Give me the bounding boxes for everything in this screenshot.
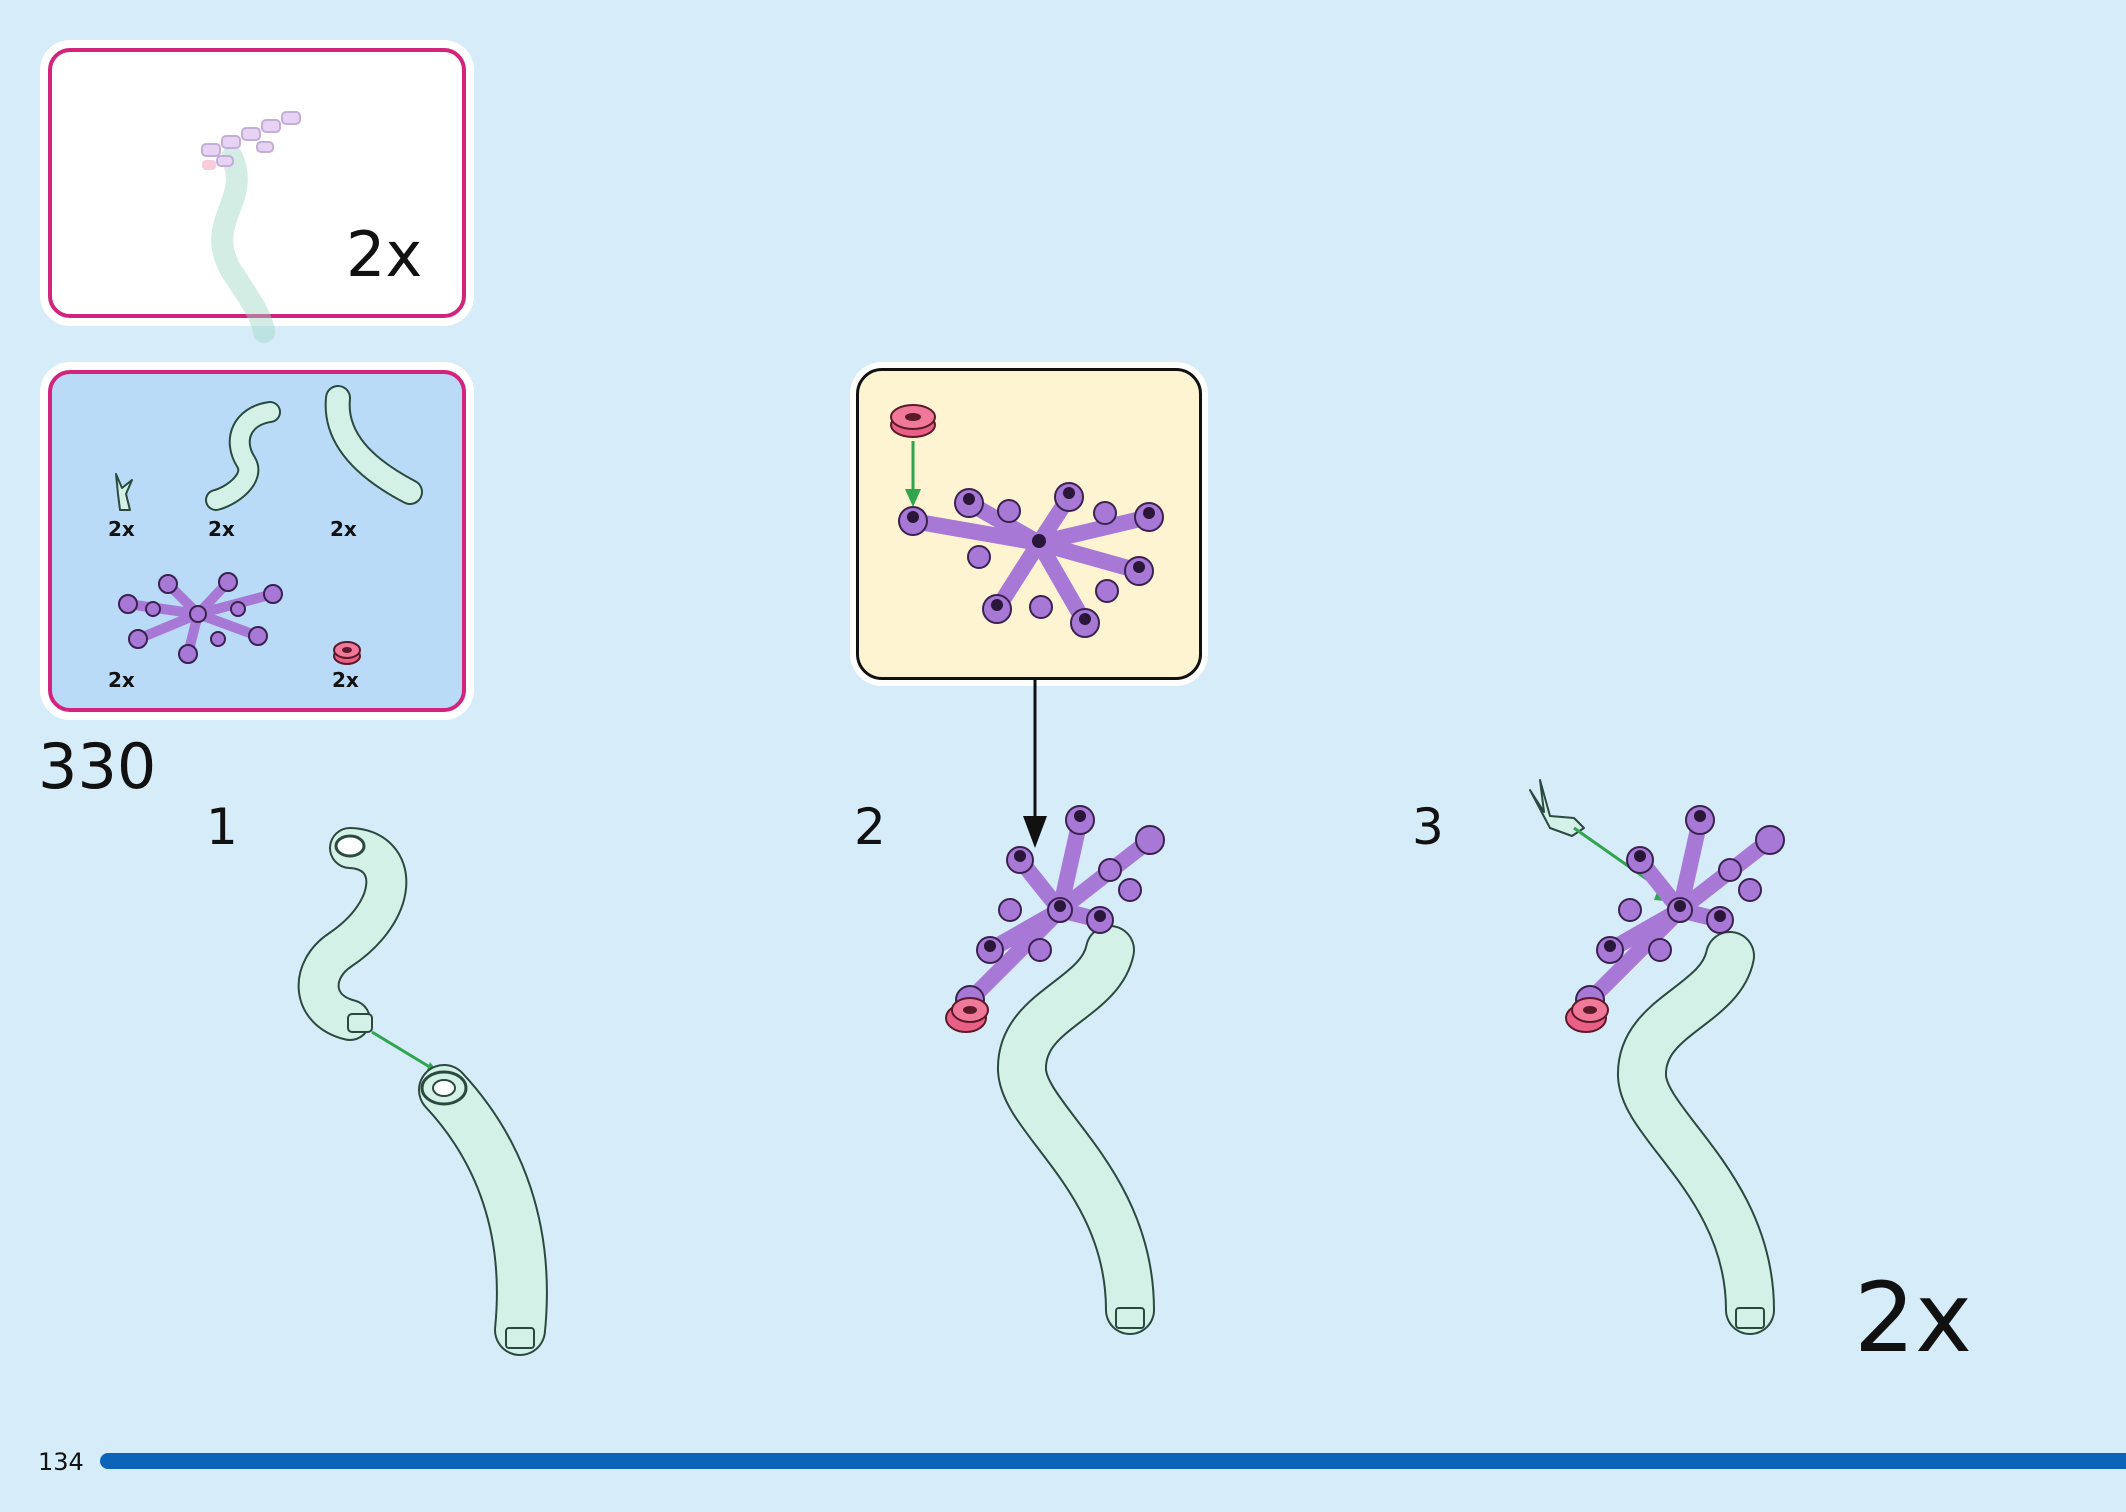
part-quantity-short-tube: 2x <box>208 517 235 541</box>
subassembly-quantity: 2x <box>346 218 423 291</box>
part-quantity-long-tube: 2x <box>330 517 357 541</box>
substep-1-illustration <box>297 827 548 1356</box>
substep-2-illustration <box>945 805 1165 1335</box>
substep-label-2: 2 <box>854 798 886 856</box>
parts-list-callout: 2x 2x 2x 2x 2x <box>48 370 466 712</box>
mint-curved-tube-long-icon <box>324 385 423 505</box>
page-progress-bar <box>100 1453 2126 1469</box>
lavender-flower-plate-icon <box>118 572 283 664</box>
part-quantity-branch-clip: 2x <box>108 517 135 541</box>
substep-label-3: 3 <box>1412 798 1444 856</box>
subassembly-callout: 2x <box>48 48 466 343</box>
part-quantity-flower-plate: 2x <box>108 668 135 692</box>
inset-assembly-image <box>890 404 1164 638</box>
pink-round-plate-icon <box>333 641 361 665</box>
substep-3-illustration <box>1529 779 1785 1335</box>
part-quantity-round-plate: 2x <box>332 668 359 692</box>
detail-inset <box>856 368 1202 680</box>
build-multiplier: 2x <box>1854 1262 1972 1374</box>
substep-label-1: 1 <box>206 798 238 856</box>
subassembly-preview-image <box>201 111 301 343</box>
step-number: 330 <box>38 730 157 803</box>
page-number: 134 <box>38 1448 84 1476</box>
mint-branch-clip-icon <box>115 473 133 511</box>
inset-pointer-arrow <box>1023 680 1047 848</box>
mint-curved-tube-short-icon <box>205 401 281 511</box>
